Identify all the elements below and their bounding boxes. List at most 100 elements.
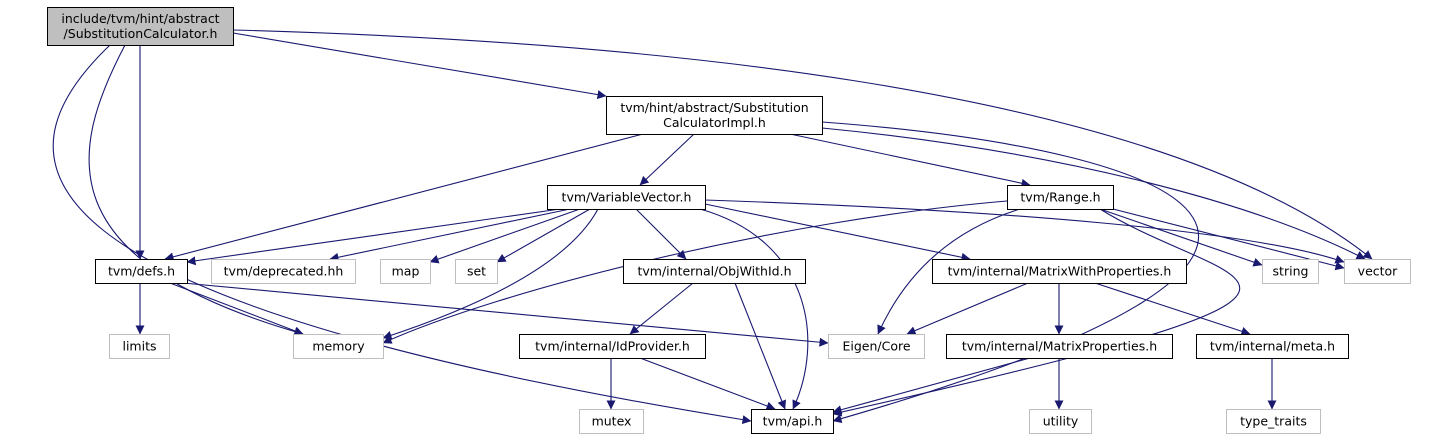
node-limits: limits <box>109 334 170 359</box>
edge-vvec-to-api <box>699 208 809 410</box>
edge-defs-to-memory <box>169 282 304 336</box>
edge-vvec-to-defs <box>186 208 561 266</box>
node-vvec-label-0: tvm/VariableVector.h <box>562 190 692 205</box>
node-objid[interactable]: tvm/internal/ObjWithId.h <box>623 259 806 284</box>
edges-layer <box>52 29 1373 425</box>
node-objid-label-0: tvm/internal/ObjWithId.h <box>637 264 791 279</box>
edge-root-to-memory <box>88 44 304 336</box>
edge-mprop-to-api <box>832 357 1031 415</box>
node-mutex-box <box>579 409 644 434</box>
node-mwp[interactable]: tvm/internal/MatrixWithProperties.h <box>932 259 1187 284</box>
node-api-box <box>751 409 834 434</box>
node-vector-label-0: vector <box>1358 264 1399 279</box>
node-vvec[interactable]: tvm/VariableVector.h <box>547 185 706 210</box>
node-map-label-0: map <box>392 264 420 279</box>
edge-impl-to-range <box>789 133 1031 188</box>
node-vector-box <box>1344 259 1411 284</box>
node-mprop[interactable]: tvm/internal/MatrixProperties.h <box>946 334 1173 359</box>
node-depr-box <box>211 259 356 284</box>
node-meta-box <box>1196 334 1349 359</box>
node-mprop-label-0: tvm/internal/MatrixProperties.h <box>962 339 1157 354</box>
node-map: map <box>380 259 431 284</box>
node-ttraits-box <box>1226 409 1321 434</box>
edge-vvec-to-mwp <box>704 203 971 262</box>
edge-range-to-api <box>832 208 1241 417</box>
edge-impl-to-vvec <box>639 133 695 186</box>
node-eigen-box <box>828 334 925 359</box>
edge-mwp-to-eigen <box>906 282 1029 335</box>
edge-range-to-vector <box>1112 208 1345 271</box>
edge-vvec-to-map <box>429 208 581 264</box>
node-range-label-0: tvm/Range.h <box>1020 190 1100 205</box>
edge-vvec-to-vector <box>704 199 1345 264</box>
edge-impl-to-vector <box>821 127 1366 260</box>
node-api[interactable]: tvm/api.h <box>751 409 834 434</box>
edge-root-to-impl <box>232 32 607 100</box>
node-mwp-label-0: tvm/internal/MatrixWithProperties.h <box>948 264 1172 279</box>
node-root-box <box>47 7 234 46</box>
edge-objid-to-api <box>734 282 787 410</box>
edge-vvec-to-objid <box>635 208 687 260</box>
node-root-label-0: include/tvm/hint/abstract <box>61 11 219 26</box>
node-range-box <box>1007 185 1114 210</box>
node-ttraits-label-0: type_traits <box>1240 414 1307 429</box>
node-set: set <box>455 259 498 284</box>
edge-root-to-api <box>52 44 752 425</box>
node-defs-box <box>95 259 188 284</box>
node-utility-label-0: utility <box>1043 414 1079 429</box>
node-set-label-0: set <box>467 264 486 279</box>
node-eigen-label-0: Eigen/Core <box>842 339 910 354</box>
node-idprov[interactable]: tvm/internal/IdProvider.h <box>519 334 706 359</box>
node-impl-label-1: CalculatorImpl.h <box>663 115 766 130</box>
edge-mwp-to-meta <box>1094 282 1251 336</box>
node-mutex: mutex <box>579 409 644 434</box>
node-root[interactable]: include/tvm/hint/abstract/SubstitutionCa… <box>47 7 234 46</box>
edge-root-to-vector <box>232 29 1373 260</box>
node-set-box <box>455 259 498 284</box>
node-map-box <box>380 259 431 284</box>
node-idprov-label-0: tvm/internal/IdProvider.h <box>535 339 690 354</box>
node-eigen: Eigen/Core <box>828 334 925 359</box>
node-impl[interactable]: tvm/hint/abstract/SubstitutionCalculator… <box>606 96 823 135</box>
edge-idprov-to-api <box>639 357 776 411</box>
node-objid-box <box>623 259 806 284</box>
node-limits-box <box>109 334 170 359</box>
edge-defs-to-eigen <box>182 282 829 347</box>
edge-range-to-string <box>1099 208 1263 267</box>
node-mutex-label-0: mutex <box>592 414 632 429</box>
node-impl-box <box>606 96 823 135</box>
node-string-box <box>1262 259 1319 284</box>
node-api-label-0: tvm/api.h <box>763 414 823 429</box>
node-idprov-box <box>519 334 706 359</box>
edge-range-to-eigen <box>877 208 1021 335</box>
node-memory-box <box>293 334 384 359</box>
node-depr: tvm/deprecated.hh <box>211 259 356 284</box>
nodes-layer: include/tvm/hint/abstract/SubstitutionCa… <box>47 7 1411 434</box>
edge-vvec-to-set <box>496 208 591 263</box>
node-string: string <box>1262 259 1319 284</box>
node-mprop-box <box>946 334 1173 359</box>
node-memory-label-0: memory <box>312 339 365 354</box>
node-root-label-1: /SubstitutionCalculator.h <box>64 26 218 41</box>
edge-vvec-to-depr <box>329 208 571 262</box>
edge-impl-to-defs <box>164 133 644 262</box>
node-defs-label-0: tvm/defs.h <box>108 264 175 279</box>
edge-objid-to-idprov <box>629 282 694 335</box>
node-string-label-0: string <box>1273 264 1309 279</box>
node-mwp-box <box>932 259 1187 284</box>
node-utility-box <box>1029 409 1092 434</box>
node-limits-label-0: limits <box>122 339 156 354</box>
node-utility: utility <box>1029 409 1092 434</box>
edge-vvec-to-memory <box>382 208 599 340</box>
node-meta[interactable]: tvm/internal/meta.h <box>1196 334 1349 359</box>
node-memory: memory <box>293 334 384 359</box>
node-ttraits: type_traits <box>1226 409 1321 434</box>
node-range[interactable]: tvm/Range.h <box>1007 185 1114 210</box>
node-vector: vector <box>1344 259 1411 284</box>
node-depr-label-0: tvm/deprecated.hh <box>224 264 344 279</box>
node-meta-label-0: tvm/internal/meta.h <box>1210 339 1335 354</box>
node-vvec-box <box>547 185 706 210</box>
node-impl-label-0: tvm/hint/abstract/Substitution <box>620 100 808 115</box>
node-defs[interactable]: tvm/defs.h <box>95 259 188 284</box>
